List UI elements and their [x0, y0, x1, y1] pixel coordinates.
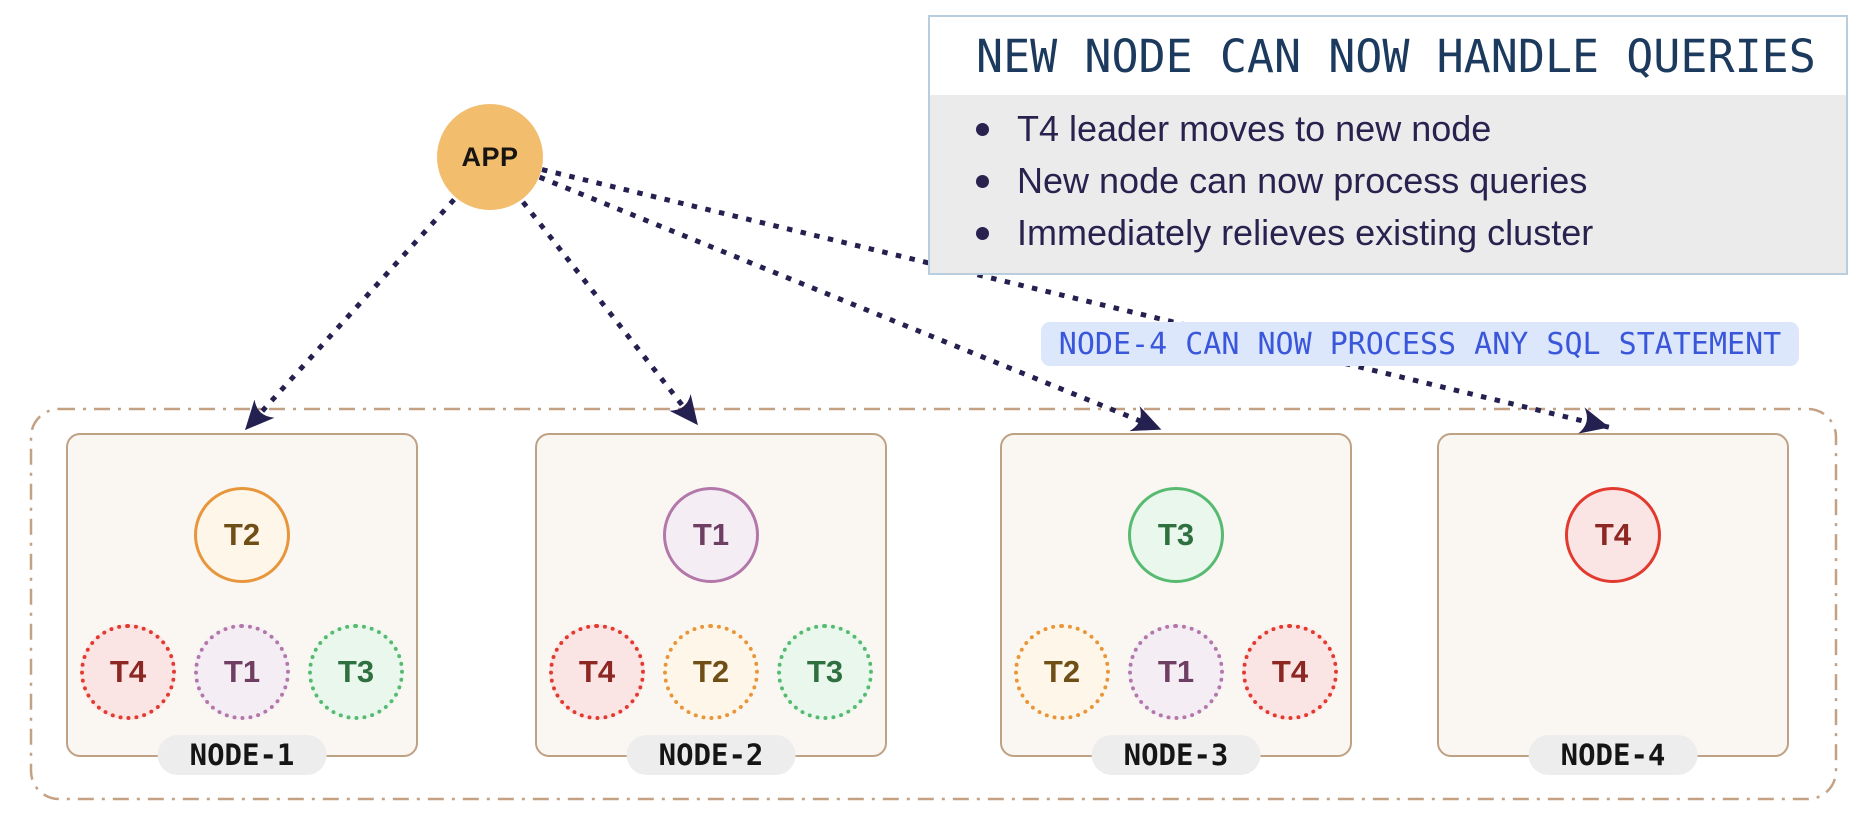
bullet-item: T4 leader moves to new node: [976, 103, 1826, 155]
follower-tablet: T4: [1242, 624, 1338, 720]
node-card: T3 T2 T1 T4 NODE-3: [1000, 433, 1352, 775]
follower-tablet-label: T4: [1271, 654, 1309, 689]
bullet-text: Immediately relieves existing cluster: [1017, 212, 1594, 253]
leader-tablet: T3: [1128, 487, 1224, 583]
bullet-item: Immediately relieves existing cluster: [976, 207, 1826, 259]
app-label: APP: [461, 141, 519, 172]
follower-tablet-label: T2: [1043, 654, 1081, 689]
arrow-app-to-node1: [242, 156, 494, 433]
leader-tablet-label: T2: [223, 517, 261, 552]
node-name-pill: NODE-1: [157, 735, 327, 775]
bullet-text: T4 leader moves to new node: [1017, 108, 1492, 149]
follower-tablet: T4: [549, 624, 645, 720]
callout-box: NEW NODE CAN NOW HANDLE QUERIES T4 leade…: [928, 15, 1848, 275]
callout-bullet-list: T4 leader moves to new node New node can…: [930, 95, 1846, 273]
leader-tablet: T4: [1565, 487, 1661, 583]
follower-tablet: T4: [80, 624, 176, 720]
follower-tablet: T2: [1014, 624, 1110, 720]
follower-tablet-label: T1: [1157, 654, 1195, 689]
callout-title: NEW NODE CAN NOW HANDLE QUERIES: [976, 29, 1816, 83]
sql-caption-text: NODE-4 CAN NOW PROCESS ANY SQL STATEMENT: [1058, 326, 1782, 362]
follower-tablet-label: T2: [692, 654, 730, 689]
follower-tablet-label: T3: [806, 654, 844, 689]
leader-tablet-label: T4: [1594, 517, 1632, 552]
follower-tablet-label: T1: [223, 654, 261, 689]
app-circle: APP: [437, 104, 543, 210]
follower-tablet: T1: [194, 624, 290, 720]
follower-tablet-label: T3: [337, 654, 375, 689]
leader-tablet: T1: [663, 487, 759, 583]
follower-tablet: T3: [308, 624, 404, 720]
follower-tablet: T2: [663, 624, 759, 720]
follower-tablet: T3: [777, 624, 873, 720]
node-name-pill: NODE-2: [626, 735, 796, 775]
bullet-dot-icon: [976, 174, 989, 188]
node-name-pill: NODE-3: [1091, 735, 1261, 775]
leader-tablet-label: T1: [692, 517, 730, 552]
leader-tablet: T2: [194, 487, 290, 583]
follower-tablet: T1: [1128, 624, 1224, 720]
bullet-dot-icon: [976, 226, 989, 240]
follower-row: T4 T2 T3: [537, 624, 885, 720]
leader-tablet-label: T3: [1157, 517, 1195, 552]
node-card: T4 NODE-4: [1437, 433, 1789, 775]
follower-row: T4 T1 T3: [68, 624, 416, 720]
follower-tablet-label: T4: [109, 654, 147, 689]
node-name-pill: NODE-4: [1528, 735, 1698, 775]
follower-row: T2 T1 T4: [1002, 624, 1350, 720]
sql-caption-banner: NODE-4 CAN NOW PROCESS ANY SQL STATEMENT: [1041, 322, 1799, 366]
bullet-text: New node can now process queries: [1017, 160, 1588, 201]
bullet-dot-icon: [976, 122, 989, 136]
follower-tablet-label: T4: [578, 654, 616, 689]
node-card: T1 T4 T2 T3 NODE-2: [535, 433, 887, 775]
bullet-item: New node can now process queries: [976, 155, 1826, 207]
node-card: T2 T4 T1 T3 NODE-1: [66, 433, 418, 775]
